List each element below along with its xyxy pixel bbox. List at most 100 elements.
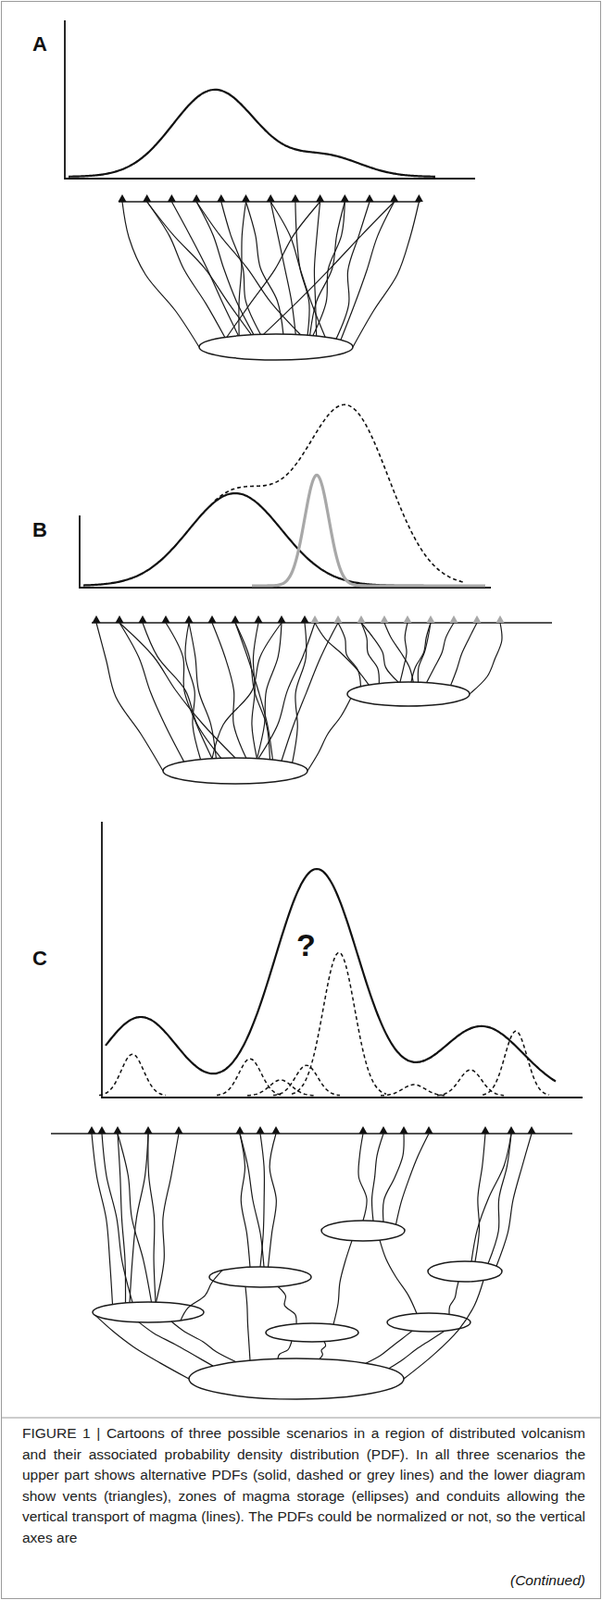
- magma-storage-ellipse: [387, 1314, 471, 1333]
- panel-c: [50, 822, 583, 1401]
- continued-note: (Continued): [510, 1573, 586, 1590]
- conduit-line: [417, 623, 431, 683]
- pdf-axes: [64, 20, 476, 179]
- conduit-line: [333, 1241, 352, 1327]
- conduit-line: [277, 1287, 297, 1325]
- panel-letter: B: [32, 519, 48, 542]
- vent-triangle: [113, 1127, 123, 1135]
- conduit-line: [246, 201, 284, 335]
- vent-triangle: [334, 615, 343, 624]
- conduit-line: [314, 623, 369, 686]
- vent-triangle: [144, 1127, 153, 1135]
- conduit-line: [268, 1134, 277, 1268]
- vent-triangle: [266, 194, 276, 202]
- conduit-line: [122, 201, 200, 348]
- pdf-dashed: [273, 1066, 340, 1096]
- conduit-line: [400, 623, 408, 683]
- conduit-line: [361, 623, 379, 685]
- conduit-line: [156, 1134, 180, 1304]
- vent-triangle: [380, 615, 389, 624]
- pdf-dashed: [482, 1031, 550, 1096]
- pdf-dashed: [437, 1070, 504, 1097]
- vent-triangle: [403, 615, 413, 624]
- pdf-solid: [83, 493, 427, 587]
- vent-triangle: [365, 194, 375, 202]
- pdf-dashed: [99, 1054, 166, 1096]
- conduit-line: [411, 623, 431, 683]
- conduit-line: [352, 201, 419, 348]
- question-mark: ?: [294, 928, 318, 964]
- conduit-line: [138, 1323, 214, 1368]
- conduit-line: [142, 623, 222, 759]
- conduit-line: [384, 623, 414, 683]
- vent-triangle: [92, 615, 101, 624]
- vent-triangle: [115, 615, 125, 624]
- caption-rule: [1, 1418, 602, 1420]
- conduit-line: [270, 201, 326, 338]
- vent-triangle: [185, 615, 194, 624]
- ground-surface: [50, 1133, 573, 1136]
- vent-triangle: [359, 1127, 368, 1135]
- panel-b: [79, 404, 552, 785]
- conduit-line: [180, 1271, 223, 1322]
- conduit-line: [129, 1134, 149, 1305]
- conduit-line: [235, 623, 270, 761]
- vent-triangle: [507, 1127, 516, 1135]
- vent-triangle: [301, 615, 310, 624]
- conduit-line: [358, 1134, 367, 1222]
- pdf-solid: [105, 869, 556, 1083]
- conduit-line: [147, 201, 226, 339]
- vent-triangle: [425, 1127, 434, 1135]
- conduit-line: [96, 623, 164, 772]
- conduit-line: [388, 1331, 445, 1370]
- conduit-line: [147, 201, 252, 336]
- vent-triangle: [162, 615, 171, 624]
- conduit-line: [471, 1134, 512, 1263]
- vent-triangle: [379, 1127, 389, 1135]
- conduit-line: [396, 1134, 430, 1226]
- conduit-line: [245, 1288, 251, 1363]
- vent-triangle: [277, 615, 287, 624]
- vent-triangle: [236, 1127, 245, 1135]
- conduit-line: [221, 201, 262, 335]
- conduit-line: [475, 1134, 486, 1263]
- conduit-line: [319, 1342, 327, 1361]
- conduit-line: [336, 201, 370, 339]
- conduit-line: [119, 623, 185, 763]
- conduit-line: [185, 623, 201, 761]
- pdf-solid: [68, 89, 436, 177]
- conduit-line: [226, 201, 321, 338]
- vent-triangle: [98, 1127, 107, 1135]
- pdf-dashed: [214, 404, 464, 583]
- vent-triangle: [118, 194, 127, 202]
- magma-storage-ellipse: [163, 758, 308, 785]
- magma-storage-ellipse: [92, 1303, 204, 1324]
- conduit-line: [426, 623, 454, 684]
- conduit-line: [451, 623, 477, 687]
- conduit-line: [496, 1134, 532, 1267]
- vent-triangle: [241, 194, 251, 202]
- vent-triangle: [481, 1127, 490, 1135]
- vent-triangle: [216, 194, 226, 202]
- vent-triangle: [87, 1127, 97, 1135]
- conduit-line: [449, 1282, 459, 1316]
- vent-triangle: [527, 1127, 537, 1135]
- conduit-line: [469, 623, 502, 695]
- vent-triangle: [254, 615, 264, 624]
- figure-caption: FIGURE 1 | Cartoons of three possible sc…: [22, 1424, 586, 1551]
- magma-storage-ellipse: [427, 1262, 502, 1283]
- conduit-line: [292, 623, 307, 764]
- panel-a: [64, 20, 476, 361]
- vent-triangle: [400, 1127, 409, 1135]
- vent-triangle: [389, 194, 399, 202]
- vent-triangle: [167, 194, 176, 202]
- conduit-line: [307, 698, 352, 772]
- conduit-line: [403, 1281, 484, 1380]
- conduit-line: [251, 623, 259, 760]
- vent-triangle: [272, 1127, 281, 1135]
- conduit-line: [91, 1134, 113, 1306]
- conduit-line: [101, 1134, 133, 1304]
- conduit-line: [117, 1134, 152, 1304]
- vent-triangle: [340, 194, 350, 202]
